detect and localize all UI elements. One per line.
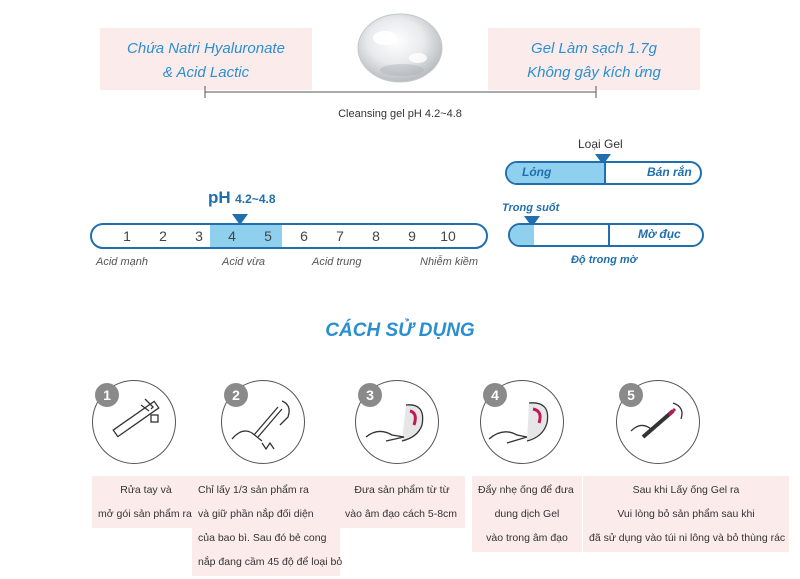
step-2-line-1: Chỉ lấy 1/3 sản phẩm ra	[198, 484, 309, 496]
step-2-line-3: của bao bì. Sau đó bẻ cong	[198, 532, 327, 544]
step-3-line-1: Đưa sản phẩm từ từ	[354, 484, 450, 496]
ph-marker-icon	[232, 214, 248, 225]
gel-drop-image	[357, 13, 443, 83]
step-2-line-4: nắp đang cầm 45 độ để loại bỏ	[198, 556, 343, 568]
ph-number-7: 7	[336, 228, 344, 244]
ph-number-10: 10	[440, 228, 456, 244]
ph-label-neutral-acid: Acid trung	[312, 256, 362, 268]
gel-info-line-2: Không gây kích ứng	[527, 64, 661, 81]
remove-tube-icon	[630, 402, 683, 439]
gel-type-fill	[507, 163, 606, 183]
gel-caption: Cleansing gel pH 4.2~4.8	[338, 108, 462, 120]
clarity-bar: Mờ đục	[508, 223, 704, 247]
clarity-caption: Độ trong mờ	[570, 254, 638, 266]
gel-type-left-label: Lỏng	[522, 165, 552, 179]
clarity-divider	[608, 225, 610, 245]
step-4-line-2: dung dịch Gel	[494, 508, 560, 520]
ph-label-medium-acid: Acid vừa	[222, 256, 266, 268]
step-1-line-1: Rửa tay và	[120, 484, 172, 496]
gel-type-bar: Lỏng Bán rắn	[505, 161, 702, 185]
step-5-line-3: đã sử dụng vào túi ni lông và bỏ thùng r…	[589, 532, 786, 544]
ph-number-6: 6	[300, 228, 308, 244]
step-2-line-2: và giữ phần nắp đối diện	[198, 508, 314, 520]
gel-info-box	[488, 28, 700, 90]
step-5-badge: 5	[619, 383, 643, 407]
step-2-text: Chỉ lấy 1/3 sản phẩm ra và giữ phần nắp …	[192, 476, 343, 576]
ph-number-9: 9	[408, 228, 416, 244]
gel-type-right-label: Bán rắn	[647, 165, 692, 179]
step-1-badge: 1	[95, 383, 119, 407]
clarity-marker-icon	[524, 216, 540, 227]
step-1-line-2: mở gói sản phẩm ra	[98, 508, 192, 520]
step-3-text: Đưa sản phẩm từ từ vào âm đạo cách 5-8cm	[339, 476, 465, 528]
step-4-text: Đẩy nhẹ ống để đưa dung dịch Gel vào tro…	[472, 476, 582, 552]
step-3-line-2: vào âm đạo cách 5-8cm	[345, 508, 458, 520]
ingredients-box	[100, 28, 312, 90]
hands-bend-tube-icon	[231, 400, 290, 451]
ph-number-2: 2	[159, 228, 167, 244]
clarity-fill	[510, 225, 534, 245]
tube-open-icon	[112, 398, 160, 438]
ph-title-range: 4.2~4.8	[235, 192, 276, 206]
step-5-text: Sau khi Lấy ống Gel ra Vui lòng bỏ sản p…	[583, 476, 789, 552]
ph-number-5: 5	[264, 228, 272, 244]
push-tube-icon	[488, 402, 549, 444]
step-2-badge: 2	[224, 383, 248, 407]
gel-type-title: Loại Gel	[578, 137, 623, 151]
clarity-right-label: Mờ đục	[638, 227, 681, 241]
gel-info-line-1: Gel Làm sạch 1.7g	[531, 40, 657, 57]
step-5-line-1: Sau khi Lấy ống Gel ra	[632, 484, 740, 496]
ph-scale-bar: 1 2 3 4 5 6 7 8 9 10	[90, 223, 488, 249]
usage-title: CÁCH SỬ DỤNG	[325, 320, 475, 341]
step-5-line-2: Vui lòng bỏ sản phẩm sau khi	[617, 508, 755, 520]
ph-number-8: 8	[372, 228, 380, 244]
ph-number-4: 4	[228, 228, 236, 244]
gel-type-marker-icon	[595, 154, 611, 165]
ph-label-strong-acid: Acid mạnh	[96, 256, 148, 268]
ph-label-alkaline: Nhiễm kiềm	[420, 256, 479, 268]
step-3-badge: 3	[358, 383, 382, 407]
ph-number-3: 3	[195, 228, 203, 244]
ph-number-1: 1	[123, 228, 131, 244]
header-graphics	[204, 13, 597, 98]
step-4-line-1: Đẩy nhẹ ống để đưa	[478, 484, 574, 496]
ingredients-line-1: Chứa Natri Hyaluronate	[127, 40, 285, 57]
ph-numbers: 1 2 3 4 5 6 7 8 9 10	[92, 225, 486, 247]
ph-title: pH 4.2~4.8	[208, 188, 276, 208]
insert-tube-icon	[365, 404, 424, 442]
clarity-marker-label: Trong suốt	[502, 202, 560, 214]
ingredients-line-2: & Acid Lactic	[162, 64, 250, 81]
step-4-badge: 4	[483, 383, 507, 407]
step-4-line-3: vào trong âm đạo	[486, 532, 568, 544]
step-1-text: Rửa tay và mở gói sản phẩm ra	[92, 476, 200, 528]
ph-highlight-range	[210, 225, 282, 247]
ph-title-prefix: pH	[208, 188, 231, 207]
